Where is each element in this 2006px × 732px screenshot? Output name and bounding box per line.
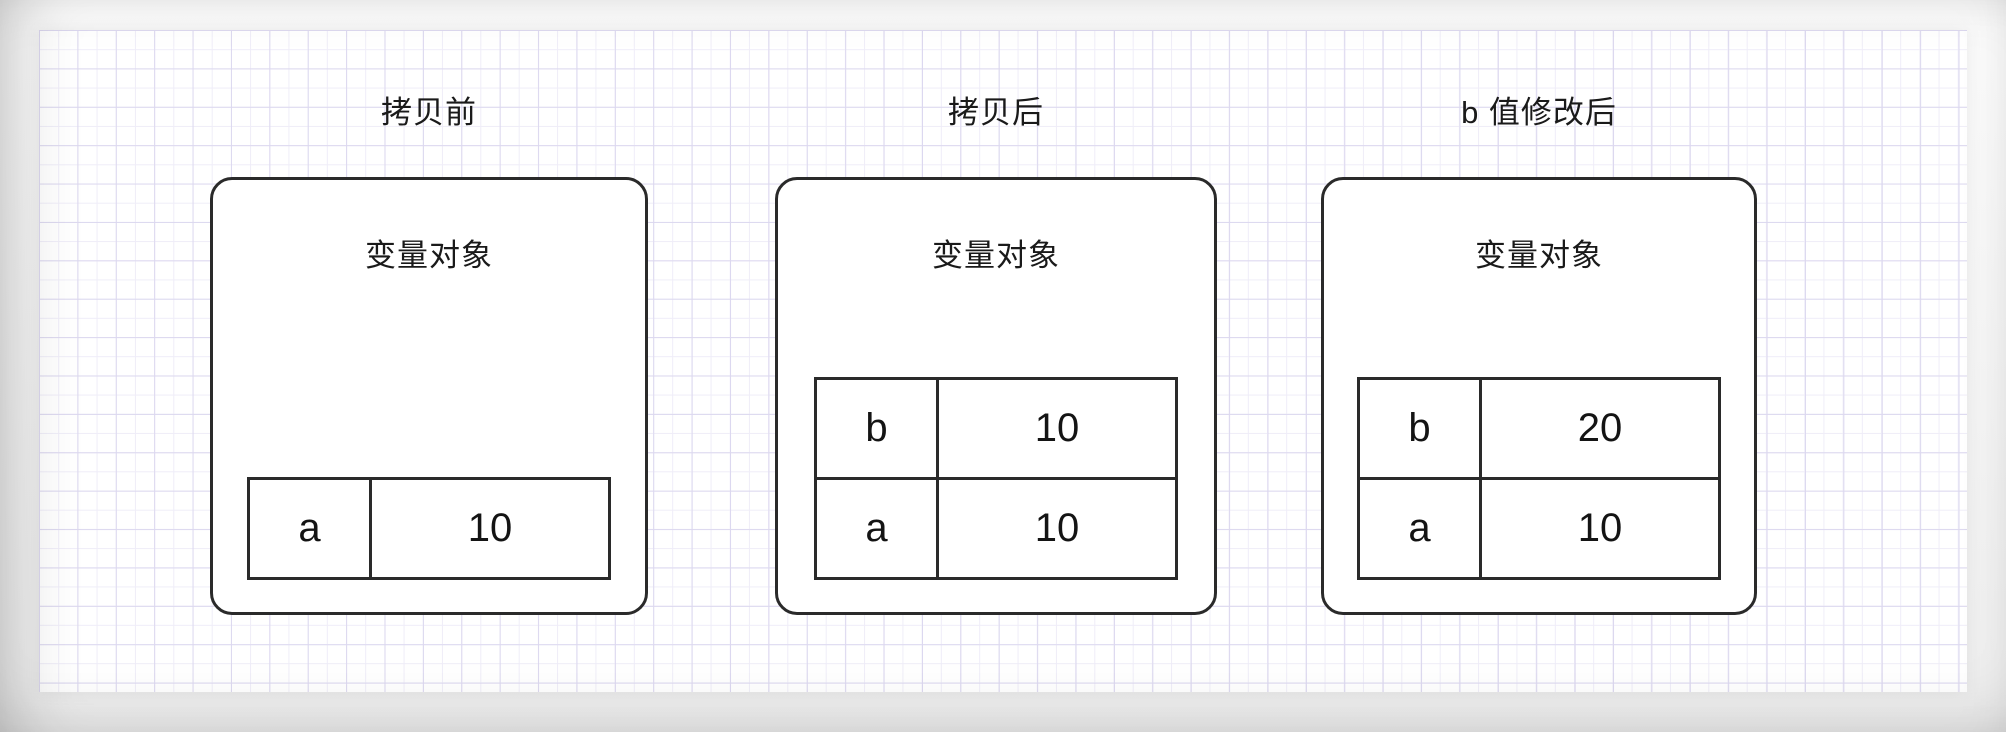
variable-object-label: 变量对象 — [1475, 238, 1603, 273]
table-row[interactable]: b 20 — [1360, 380, 1718, 477]
diagram-canvas[interactable]: 拷贝前 变量对象 a 10 拷贝后 变量对象 b 10 a 10 b 值修改后 … — [39, 30, 1967, 692]
var-name-cell[interactable]: a — [817, 480, 939, 577]
variable-table[interactable]: a 10 — [247, 477, 611, 580]
variable-object-box-after-copy[interactable]: 变量对象 b 10 a 10 — [775, 177, 1217, 615]
variable-table[interactable]: b 10 a 10 — [814, 377, 1178, 580]
stage-title-before-copy[interactable]: 拷贝前 — [381, 95, 477, 130]
variable-object-box-after-b-modified[interactable]: 变量对象 b 20 a 10 — [1321, 177, 1757, 615]
stage-title-after-copy[interactable]: 拷贝后 — [948, 95, 1044, 130]
var-name-cell[interactable]: b — [1360, 380, 1482, 477]
var-name-cell[interactable]: a — [1360, 480, 1482, 577]
variable-object-label: 变量对象 — [365, 238, 493, 273]
var-value-cell[interactable]: 10 — [1034, 506, 1080, 550]
variable-table[interactable]: b 20 a 10 — [1357, 377, 1721, 580]
table-row[interactable]: a 10 — [817, 477, 1175, 577]
table-row[interactable]: b 10 — [817, 380, 1175, 477]
variable-object-box-before-copy[interactable]: 变量对象 a 10 — [210, 177, 648, 615]
var-value-cell[interactable]: 20 — [1577, 406, 1623, 450]
variable-object-label: 变量对象 — [932, 238, 1060, 273]
table-row[interactable]: a 10 — [1360, 477, 1718, 577]
var-value-cell[interactable]: 10 — [467, 506, 513, 550]
var-name-cell[interactable]: b — [817, 380, 939, 477]
var-name-cell[interactable]: a — [250, 480, 372, 577]
var-value-cell[interactable]: 10 — [1577, 506, 1623, 550]
table-row[interactable]: a 10 — [250, 480, 608, 577]
var-value-cell[interactable]: 10 — [1034, 406, 1080, 450]
stage-title-after-b-modified[interactable]: b 值修改后 — [1461, 95, 1617, 130]
